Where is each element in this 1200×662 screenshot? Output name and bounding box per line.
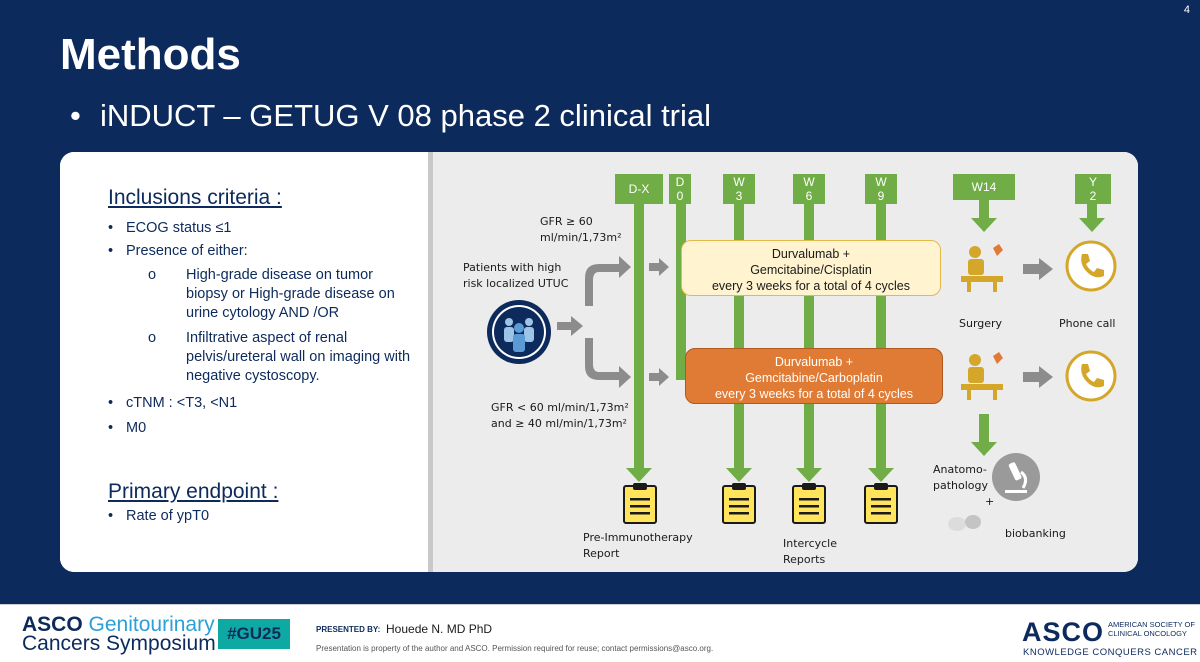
subtitle-bullet: • — [70, 98, 81, 133]
marker-w14: W14 — [953, 174, 1015, 200]
arrow-down-w9 — [868, 468, 894, 482]
slide-subtitle: • iNDUCT – GETUG V 08 phase 2 clinical tr… — [70, 98, 711, 134]
arrow-down-w3 — [726, 468, 752, 482]
society-name: AMERICAN SOCIETY OF CLINICAL ONCOLOGY — [1108, 620, 1195, 638]
arrow-down-w6 — [796, 468, 822, 482]
timeline-line-w14 — [979, 200, 989, 220]
arrow-right-icon — [649, 258, 669, 276]
surgery-icon — [961, 352, 1003, 400]
biobanking-label: biobanking — [1005, 527, 1066, 540]
arrow-right-icon — [649, 368, 669, 386]
inclusion-subitem: High-grade disease on tumor biopsy or Hi… — [148, 266, 418, 323]
arrow-right-icon — [1023, 366, 1053, 388]
phone-label: Phone call — [1059, 317, 1116, 330]
microscope-icon — [992, 453, 1040, 501]
intercycle-label-1: Intercycle — [783, 537, 838, 550]
presenter-name: Houede N. MD PhD — [386, 622, 493, 636]
arm1-line2: Gemcitabine/Cisplatin — [750, 263, 872, 277]
arm2-line3: every 3 weeks for a total of 4 cycles — [714, 387, 913, 401]
inclusion-list: ECOG status ≤1 Presence of either: High-… — [108, 220, 418, 443]
patients-label: Patients with high risk localized UTUC — [463, 261, 569, 290]
asco-logo: ASCO — [1022, 617, 1105, 647]
gfr-low-label-2: and ≥ 40 ml/min/1,73m² — [491, 417, 627, 430]
biobanking-tubes-icon — [948, 515, 981, 531]
phone-call-icon — [1065, 240, 1117, 292]
page-number: 4 — [1183, 4, 1190, 16]
arrow-down-dx — [626, 468, 652, 482]
subtitle-text: iNDUCT – GETUG V 08 phase 2 clinical tri… — [100, 98, 712, 133]
phone-call-icon — [1065, 350, 1117, 402]
slide-title: Methods — [60, 30, 241, 79]
branch-up-arrow-icon — [585, 256, 631, 306]
arrow-down-pathology — [971, 442, 997, 456]
copyright-note: Presentation is property of the author a… — [316, 644, 714, 653]
gfr-low-label-1: GFR < 60 ml/min/1,73m² — [491, 401, 629, 414]
inclusion-item: cTNM : <T3, <N1 — [108, 395, 418, 411]
arm2-line1: Durvalumab + — [774, 355, 854, 369]
inclusion-title: Inclusions criteria : — [108, 186, 282, 209]
marker-dx: D-X — [615, 174, 663, 204]
timeline-line-y2 — [1087, 204, 1097, 220]
timeline-line-w6 — [804, 204, 814, 470]
hashtag-badge: #GU25 — [218, 619, 290, 649]
arm1-line1: Durvalumab + — [771, 247, 851, 261]
pathology-label-2: pathology — [933, 479, 989, 492]
arm1-line3: every 3 weeks for a total of 4 cycles — [711, 279, 910, 293]
pathology-plus: + — [985, 495, 995, 508]
content-card: Inclusions criteria : ECOG status ≤1 Pre… — [60, 152, 1138, 572]
slide: 4 Methods • iNDUCT – GETUG V 08 phase 2 c… — [0, 0, 1200, 604]
pathology-label-1: Anatomo- — [933, 463, 987, 476]
patients-group-icon — [487, 300, 551, 364]
inclusion-subitem: Infiltrative aspect of renal pelvis/uret… — [148, 329, 418, 386]
timeline-line-dx — [634, 200, 644, 470]
society-line-1: AMERICAN SOCIETY OF — [1108, 620, 1195, 629]
branch-down-arrow-icon — [585, 338, 631, 388]
inclusion-item: ECOG status ≤1 — [108, 220, 418, 236]
arm2-line2: Gemcitabine/Carboplatin — [745, 371, 883, 385]
arm-carboplatin-box: Durvalumab + Gemcitabine/Carboplatin eve… — [685, 348, 943, 404]
genitourinary-text: Genitourinary — [88, 613, 215, 636]
primary-endpoint-item: Rate of ypT0 — [108, 508, 209, 524]
arm-cisplatin-box: Durvalumab + Gemcitabine/Cisplatin every… — [681, 240, 941, 296]
inclusion-item: M0 — [108, 420, 418, 436]
pre-report-label-2: Report — [583, 547, 620, 560]
surgery-label: Surgery — [959, 317, 1003, 330]
gfr-high-label: GFR ≥ 60 ml/min/1,73m² — [540, 215, 622, 244]
surgery-icon — [961, 244, 1003, 292]
criteria-panel: Inclusions criteria : ECOG status ≤1 Pre… — [60, 152, 428, 572]
pre-report-label-1: Pre-Immunotherapy — [583, 531, 693, 544]
timeline-line-w3 — [734, 204, 744, 470]
society-line-2: CLINICAL ONCOLOGY — [1108, 629, 1187, 638]
pathology-line — [979, 414, 989, 444]
report-clipboard-icon — [792, 483, 826, 524]
arrow-down-y2 — [1079, 218, 1105, 232]
primary-endpoint-title: Primary endpoint : — [108, 480, 279, 503]
tagline: KNOWLEDGE CONQUERS CANCER — [1023, 647, 1198, 658]
asco-wordmark: ASCO — [22, 613, 83, 636]
report-clipboard-icon — [864, 483, 898, 524]
arrow-down-w14 — [971, 218, 997, 232]
report-clipboard-icon — [623, 483, 657, 524]
arrow-right-icon — [557, 316, 583, 336]
footer: ASCO Genitourinary Cancers Symposium #GU… — [0, 604, 1200, 662]
panel-divider — [428, 152, 433, 572]
intercycle-label-2: Reports — [783, 553, 826, 566]
inclusion-item: Presence of either: — [108, 243, 418, 259]
timeline-line-w9 — [876, 204, 886, 470]
asco-gu-logo: ASCO Genitourinary Cancers Symposium — [22, 613, 216, 655]
presented-by-label: PRESENTED BY: — [316, 625, 381, 634]
arrow-right-icon — [1023, 258, 1053, 280]
report-clipboard-icon — [722, 483, 756, 524]
symposium-text: Cancers Symposium — [22, 632, 216, 655]
